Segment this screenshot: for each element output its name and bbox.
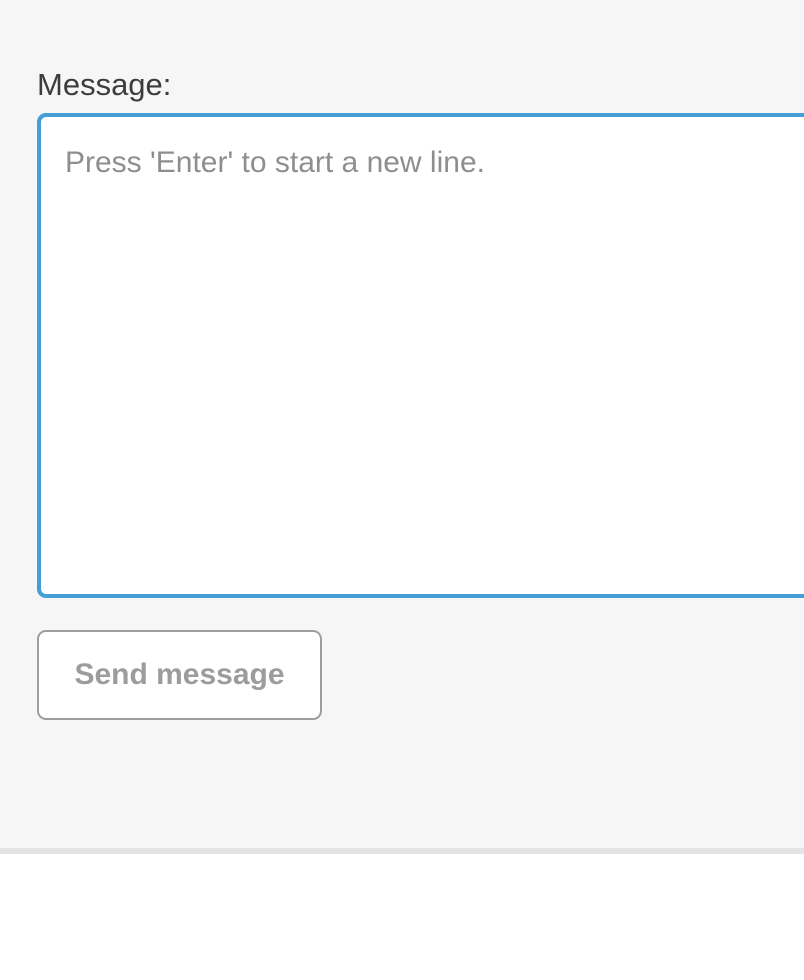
message-label: Message:	[37, 67, 172, 102]
message-form-section: Message: Send message	[37, 67, 804, 721]
send-message-button[interactable]: Send message	[37, 630, 322, 721]
lower-white-area	[0, 854, 804, 980]
message-textarea[interactable]	[37, 113, 804, 599]
section-divider	[0, 848, 804, 854]
